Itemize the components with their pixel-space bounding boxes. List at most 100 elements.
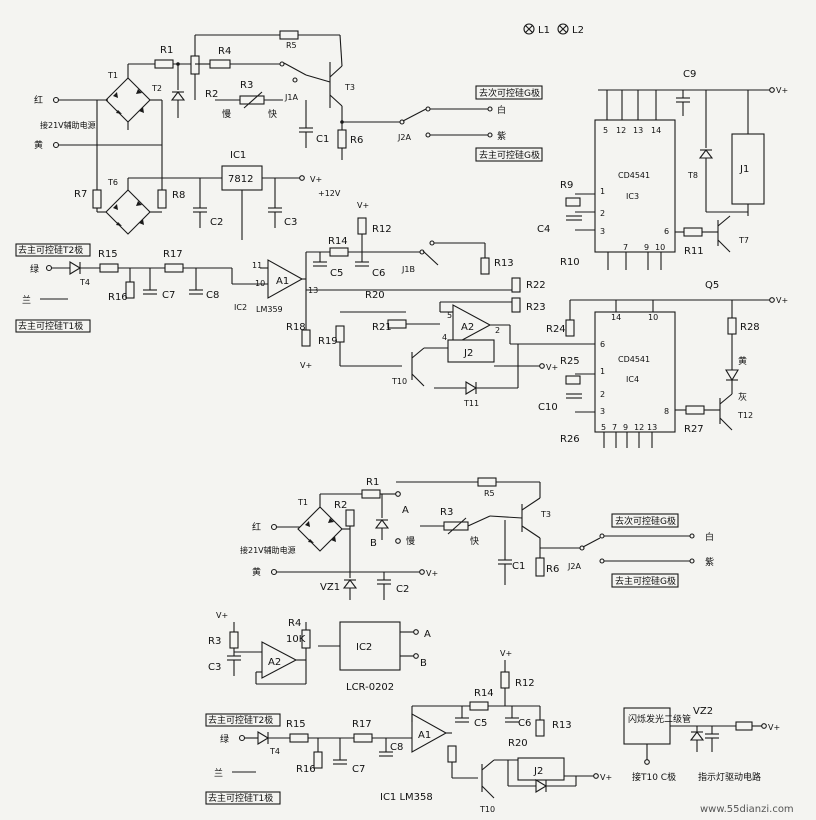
svg-text:1: 1 xyxy=(600,367,605,376)
svg-text:3: 3 xyxy=(600,227,605,236)
svg-text:C4: C4 xyxy=(537,224,550,235)
svg-text:紫: 紫 xyxy=(497,131,506,142)
svg-text:去主可控硅T2极: 去主可控硅T2极 xyxy=(208,714,273,726)
svg-text:CD4541: CD4541 xyxy=(618,355,650,364)
ic2-chip xyxy=(339,621,401,671)
svg-text:V+: V+ xyxy=(426,569,438,578)
svg-text:9: 9 xyxy=(623,423,628,432)
svg-text:R20: R20 xyxy=(508,738,528,749)
svg-text:R13: R13 xyxy=(494,258,514,269)
svg-text:J2A: J2A xyxy=(567,562,581,571)
watermark-text: www.55dianzi.com xyxy=(700,804,794,815)
aux-supply-label: 接21V辅助电源 xyxy=(40,120,96,130)
svg-text:R27: R27 xyxy=(684,424,704,435)
bridge-t6: T6 xyxy=(105,178,151,235)
svg-text:T4: T4 xyxy=(79,278,90,287)
svg-text:T11: T11 xyxy=(463,399,479,408)
svg-text:J1B: J1B xyxy=(401,265,415,274)
svg-text:A: A xyxy=(402,505,409,516)
svg-text:R19: R19 xyxy=(318,336,338,347)
svg-text:C2: C2 xyxy=(210,217,223,228)
svg-text:C1: C1 xyxy=(316,134,329,145)
svg-text:去主可控硅T2极: 去主可控硅T2极 xyxy=(18,244,83,256)
ic3-block: V+ C9 CD4541 IC3 5 12 13 14 1 2 3 6 7 9 … xyxy=(537,69,788,270)
ic4-block: Q5 V+ R24 CD4541 IC4 14 10 6 1 2 3 8 5 7… xyxy=(510,280,788,448)
svg-text:R20: R20 xyxy=(365,290,385,301)
svg-text:R3: R3 xyxy=(440,507,453,518)
svg-text:R8: R8 xyxy=(172,190,185,201)
svg-text:R5: R5 xyxy=(484,489,495,498)
svg-text:去次可控硅G极: 去次可控硅G极 xyxy=(615,515,676,527)
lamp-l1: L1 xyxy=(523,23,550,36)
svg-text:接T10 C极: 接T10 C极 xyxy=(632,771,676,783)
svg-text:LCR-0202: LCR-0202 xyxy=(346,682,394,693)
svg-text:R24: R24 xyxy=(546,324,566,335)
svg-text:T6: T6 xyxy=(107,178,118,187)
svg-text:R11: R11 xyxy=(684,246,704,257)
svg-text:V+: V+ xyxy=(768,723,780,732)
opamp-a1 xyxy=(267,259,304,299)
svg-text:R25: R25 xyxy=(560,356,580,367)
red-wire-label: 红 xyxy=(34,94,43,106)
svg-text:R1: R1 xyxy=(160,45,173,56)
svg-text:V+: V+ xyxy=(310,175,322,184)
svg-text:7812: 7812 xyxy=(228,174,253,185)
svg-text:7: 7 xyxy=(612,423,617,432)
svg-text:6: 6 xyxy=(600,340,605,349)
svg-text:Q5: Q5 xyxy=(705,280,719,291)
svg-text:R15: R15 xyxy=(286,719,306,730)
svg-text:A2: A2 xyxy=(461,322,474,333)
svg-text:IC4: IC4 xyxy=(626,375,639,384)
svg-text:5: 5 xyxy=(603,126,608,135)
svg-text:IC1 LM358: IC1 LM358 xyxy=(380,792,433,803)
svg-text:V+: V+ xyxy=(216,611,228,620)
svg-text:C10: C10 xyxy=(538,402,558,413)
lamp-l2-label: L2 xyxy=(572,25,584,36)
svg-text:去主可控硅G极: 去主可控硅G极 xyxy=(615,575,676,587)
lamp-l1-label: L1 xyxy=(538,25,550,36)
transistor-t3: T3 xyxy=(305,62,355,108)
svg-text:8: 8 xyxy=(664,407,669,416)
svg-text:R4: R4 xyxy=(218,46,231,57)
comparator-section: 去主可控硅T2极 绿 T4 R15 R17 R16 C7 C8 兰 去主可控硅T… xyxy=(15,201,558,408)
svg-text:B: B xyxy=(420,658,427,669)
svg-text:去主可控硅T1极: 去主可控硅T1极 xyxy=(208,792,273,804)
svg-text:V+: V+ xyxy=(546,363,558,372)
svg-text:T2: T2 xyxy=(151,84,162,93)
svg-text:C5: C5 xyxy=(474,718,487,729)
svg-text:1: 1 xyxy=(600,187,605,196)
svg-text:C8: C8 xyxy=(206,290,219,301)
svg-text:2: 2 xyxy=(600,390,605,399)
svg-text:C7: C7 xyxy=(352,764,365,775)
svg-text:R18: R18 xyxy=(286,322,306,333)
svg-text:T12: T12 xyxy=(737,411,753,420)
svg-text:兰: 兰 xyxy=(22,294,31,306)
bottom-opamp-a1 xyxy=(411,713,448,753)
svg-text:3: 3 xyxy=(600,407,605,416)
svg-text:T8: T8 xyxy=(687,171,698,180)
svg-text:R2: R2 xyxy=(334,500,347,511)
svg-text:7: 7 xyxy=(623,243,628,252)
svg-text:13: 13 xyxy=(633,126,643,135)
svg-text:IC2: IC2 xyxy=(234,303,247,312)
svg-text:J1A: J1A xyxy=(284,93,298,102)
svg-text:C6: C6 xyxy=(372,268,385,279)
svg-text:R21: R21 xyxy=(372,322,392,333)
svg-text:R17: R17 xyxy=(352,719,372,730)
svg-text:去次可控硅G极: 去次可控硅G极 xyxy=(479,87,540,99)
svg-text:LM359: LM359 xyxy=(256,305,283,314)
svg-text:CD4541: CD4541 xyxy=(618,171,650,180)
svg-text:12: 12 xyxy=(616,126,626,135)
svg-text:VZ1: VZ1 xyxy=(320,582,340,593)
svg-text:R2: R2 xyxy=(205,89,218,100)
svg-text:R9: R9 xyxy=(560,180,573,191)
svg-text:T1: T1 xyxy=(297,498,308,507)
svg-text:R1: R1 xyxy=(366,477,379,488)
svg-text:R13: R13 xyxy=(552,720,572,731)
bottom-opamp-a2 xyxy=(261,641,298,679)
svg-text:R14: R14 xyxy=(474,688,494,699)
svg-text:慢: 慢 xyxy=(222,108,231,120)
svg-text:A1: A1 xyxy=(418,730,431,741)
bottom-aux-label: 接21V辅助电源 xyxy=(240,545,296,555)
